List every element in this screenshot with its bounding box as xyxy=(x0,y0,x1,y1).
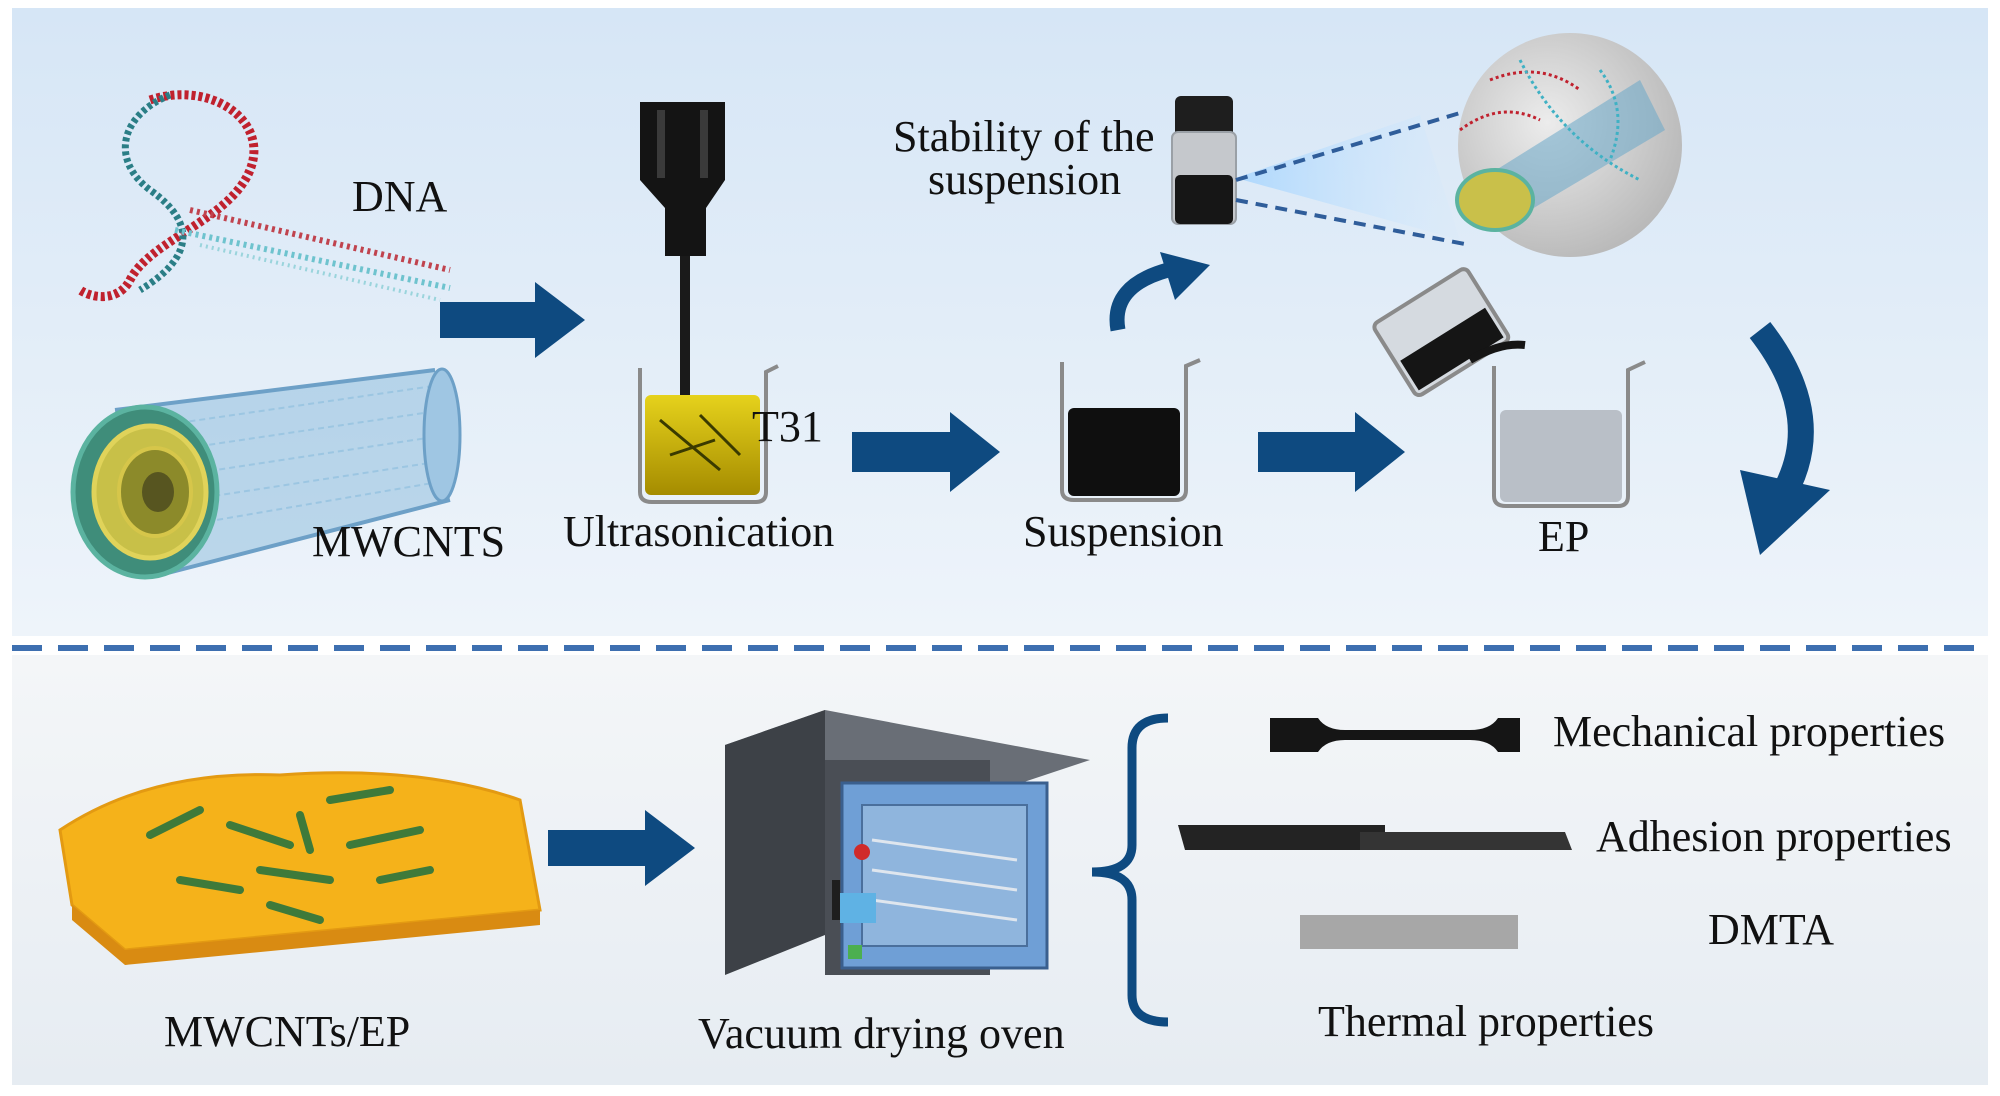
curly-bracket xyxy=(1091,713,1169,1027)
lap-shear-specimen-icon xyxy=(1178,825,1572,850)
vacuum-oven-icon xyxy=(725,710,1090,975)
magnified-sphere-icon xyxy=(1455,33,1682,257)
suspension-beaker-icon xyxy=(1060,358,1201,502)
arrow-to-oven xyxy=(548,810,695,886)
label-dmta: DMTA xyxy=(1708,905,1835,954)
arrow-to-stability xyxy=(1109,252,1210,332)
label-ep: EP xyxy=(1538,512,1590,561)
arrow-to-ultrasonication xyxy=(440,282,585,358)
composite-block-icon xyxy=(58,771,542,965)
ep-beaker-icon xyxy=(1492,360,1646,508)
dna-helix-icon xyxy=(77,90,451,302)
label-t31: T31 xyxy=(752,402,823,451)
label-thermal: Thermal properties xyxy=(1318,997,1654,1046)
vial-icon xyxy=(1171,96,1237,225)
mwcnt-tube-icon xyxy=(70,367,462,580)
label-mwcnts: MWCNTS xyxy=(312,517,506,566)
label-adhesion: Adhesion properties xyxy=(1596,812,1952,861)
label-stability-line1: Stability of the xyxy=(893,112,1155,161)
top-panel xyxy=(12,8,1988,636)
dmta-specimen-icon xyxy=(1300,915,1518,949)
pour-stream xyxy=(1467,340,1526,364)
pouring-beaker-icon xyxy=(1372,267,1511,398)
curved-arrow-down xyxy=(1740,322,1830,555)
label-ultrasonication: Ultrasonication xyxy=(563,507,835,556)
label-mechanical: Mechanical properties xyxy=(1553,707,1946,756)
label-dna: DNA xyxy=(352,172,448,221)
zoom-line-upper xyxy=(1235,108,1471,182)
arrow-to-suspension xyxy=(852,412,1000,492)
arrow-to-ep xyxy=(1258,412,1405,492)
tensile-specimen-icon xyxy=(1270,718,1520,752)
zoom-beam xyxy=(1236,115,1460,240)
t31-beaker-icon xyxy=(638,364,779,504)
ultrasonicator-icon xyxy=(640,102,725,454)
label-suspension: Suspension xyxy=(1023,507,1224,556)
label-stability-line2: suspension xyxy=(928,155,1122,204)
label-oven: Vacuum drying oven xyxy=(698,1009,1065,1058)
label-composite: MWCNTs/EP xyxy=(164,1007,411,1056)
